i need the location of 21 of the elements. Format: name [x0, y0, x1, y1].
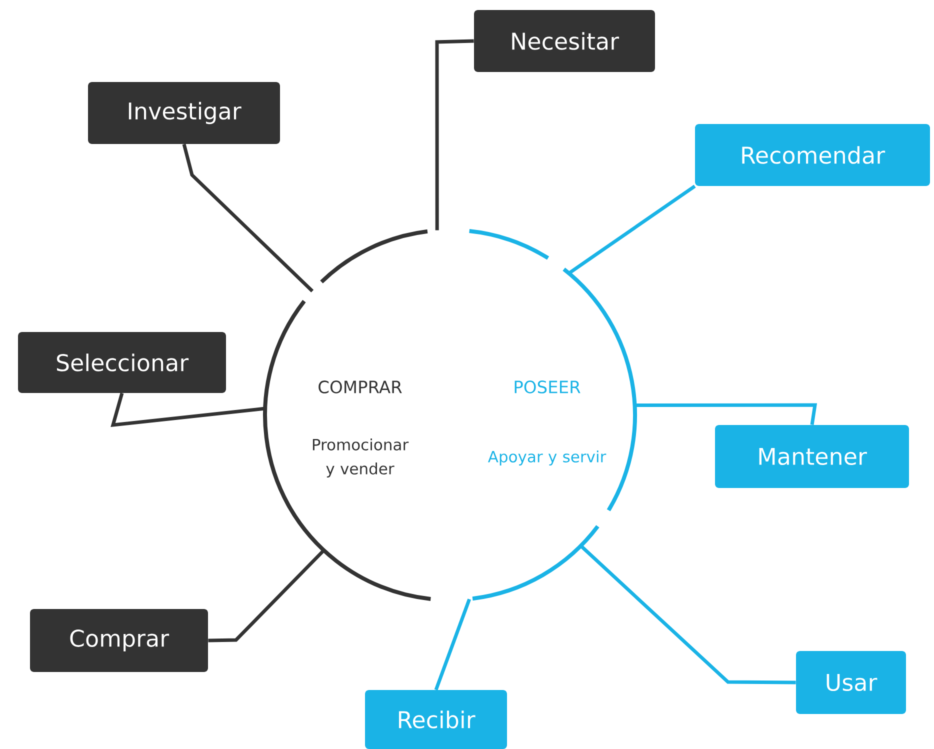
connector-line	[208, 549, 325, 642]
label-box: Investigar	[88, 82, 280, 144]
connector-line	[434, 598, 471, 690]
label-box: Mantener	[715, 425, 909, 488]
label-box: Recomendar	[695, 124, 930, 186]
hub-text: Promocionar y vender	[312, 438, 409, 478]
connector-line	[435, 39, 474, 230]
label-box: Comprar	[30, 609, 208, 672]
connector-line	[110, 392, 266, 428]
label-box: Usar	[796, 651, 906, 714]
connector-line	[182, 144, 314, 292]
hub-circle	[263, 229, 637, 601]
label-box: Necesitar	[474, 10, 655, 72]
label-box: Recibir	[365, 690, 507, 749]
connector-line	[568, 184, 696, 275]
hub-heading: POSEER	[514, 380, 580, 394]
hub-text: Apoyar y servir	[488, 450, 606, 466]
hub-heading: COMPRAR	[318, 380, 402, 394]
label-box: Seleccionar	[18, 332, 226, 393]
connector-line	[580, 544, 796, 684]
connector-line	[634, 403, 818, 426]
